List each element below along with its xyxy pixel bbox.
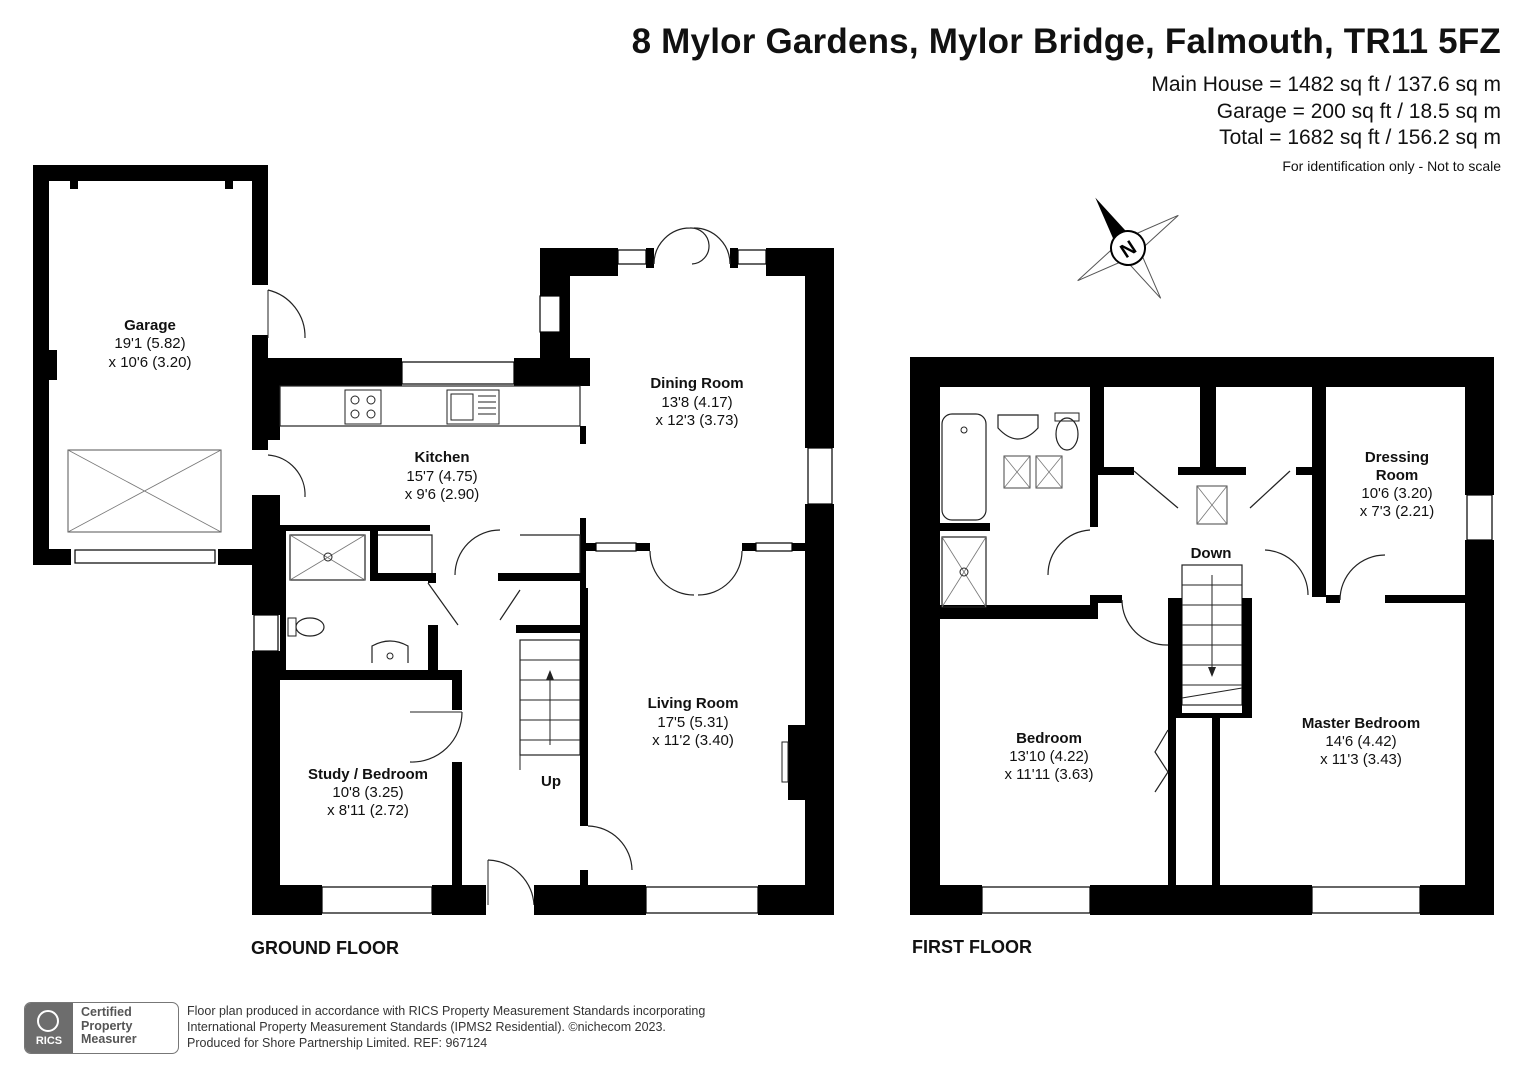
room-dimension: x 11'3 (3.43) xyxy=(1320,751,1402,768)
room-name: Kitchen xyxy=(414,449,469,466)
room-dimension: 13'10 (4.22) xyxy=(1009,748,1089,765)
room-dimension: 10'6 (3.20) xyxy=(1361,485,1432,502)
footer-line: International Property Measurement Stand… xyxy=(187,1020,666,1034)
room-dimension: x 11'2 (3.40) xyxy=(652,732,734,749)
room-label-dressing: Dressing Room 10'6 (3.20) x 7'3 (2.21) xyxy=(1360,449,1435,520)
room-name: Bedroom xyxy=(1016,730,1082,747)
badge-line: Property xyxy=(81,1018,133,1033)
room-label-study: Study / Bedroom 10'8 (3.25) x 8'11 (2.72… xyxy=(308,766,428,819)
compass-icon xyxy=(1077,197,1179,299)
room-name: Living Room xyxy=(648,695,739,712)
rics-logo-icon: RICS xyxy=(25,1003,73,1053)
rics-logo-text: RICS xyxy=(35,1035,63,1047)
room-name: Room xyxy=(1376,467,1419,484)
room-name: Garage xyxy=(124,317,176,334)
room-label-dining: Dining Room 13'8 (4.17) x 12'3 (3.73) xyxy=(650,375,743,429)
room-label-bedroom: Bedroom 13'10 (4.22) x 11'11 (3.63) xyxy=(1004,730,1093,783)
room-name: Dressing xyxy=(1365,449,1429,466)
badge-line: Certified xyxy=(81,1005,132,1019)
room-label-garage: Garage 19'1 (5.82) x 10'6 (3.20) xyxy=(109,317,192,371)
room-label-living: Living Room 17'5 (5.31) x 11'2 (3.40) xyxy=(648,695,739,749)
room-dimension: 10'8 (3.25) xyxy=(332,784,403,801)
footer-line: Produced for Shore Partnership Limited. … xyxy=(187,1036,488,1050)
room-dimension: x 12'3 (3.73) xyxy=(656,412,739,429)
garage-area: Garage = 200 sq ft / 18.5 sq m xyxy=(1216,100,1501,123)
room-dimension: x 9'6 (2.90) xyxy=(405,486,480,503)
ground-floor-structure xyxy=(252,227,834,915)
total-area: Total = 1682 sq ft / 156.2 sq m xyxy=(1219,126,1501,149)
room-dimension: 19'1 (5.82) xyxy=(114,335,185,352)
badge-text: Certified Property Measurer xyxy=(73,1003,178,1053)
room-name: Dining Room xyxy=(650,375,743,392)
room-dimension: 13'8 (4.17) xyxy=(661,394,732,411)
first-floor-label: FIRST FLOOR xyxy=(912,937,1032,957)
stairs-down-label: Down xyxy=(1191,545,1232,562)
room-dimension: 15'7 (4.75) xyxy=(406,468,477,485)
room-name: Study / Bedroom xyxy=(308,766,428,783)
footer-notice: Floor plan produced in accordance with R… xyxy=(187,1003,705,1051)
stairs-up-label: Up xyxy=(541,773,561,790)
room-name: Master Bedroom xyxy=(1302,715,1420,732)
room-dimension: x 11'11 (3.63) xyxy=(1004,766,1093,783)
room-dimension: 17'5 (5.31) xyxy=(657,714,728,731)
room-dimension: x 7'3 (2.21) xyxy=(1360,503,1435,520)
main-house-area: Main House = 1482 sq ft / 137.6 sq m xyxy=(1151,73,1501,96)
room-label-kitchen: Kitchen 15'7 (4.75) x 9'6 (2.90) xyxy=(405,449,480,503)
first-floor-structure xyxy=(910,357,1494,915)
page-title: 8 Mylor Gardens, Mylor Bridge, Falmouth,… xyxy=(631,22,1501,61)
room-dimension: x 8'11 (2.72) xyxy=(327,802,409,819)
room-label-master: Master Bedroom 14'6 (4.42) x 11'3 (3.43) xyxy=(1302,715,1420,768)
scale-disclaimer: For identification only - Not to scale xyxy=(1282,158,1501,174)
room-dimension: x 10'6 (3.20) xyxy=(109,354,192,371)
room-dimension: 14'6 (4.42) xyxy=(1325,733,1396,750)
ground-floor-label: GROUND FLOOR xyxy=(251,938,399,958)
footer-line: Floor plan produced in accordance with R… xyxy=(187,1004,706,1018)
badge-line: Measurer xyxy=(81,1032,137,1046)
rics-badge: RICS Certified Property Measurer xyxy=(24,1002,179,1054)
